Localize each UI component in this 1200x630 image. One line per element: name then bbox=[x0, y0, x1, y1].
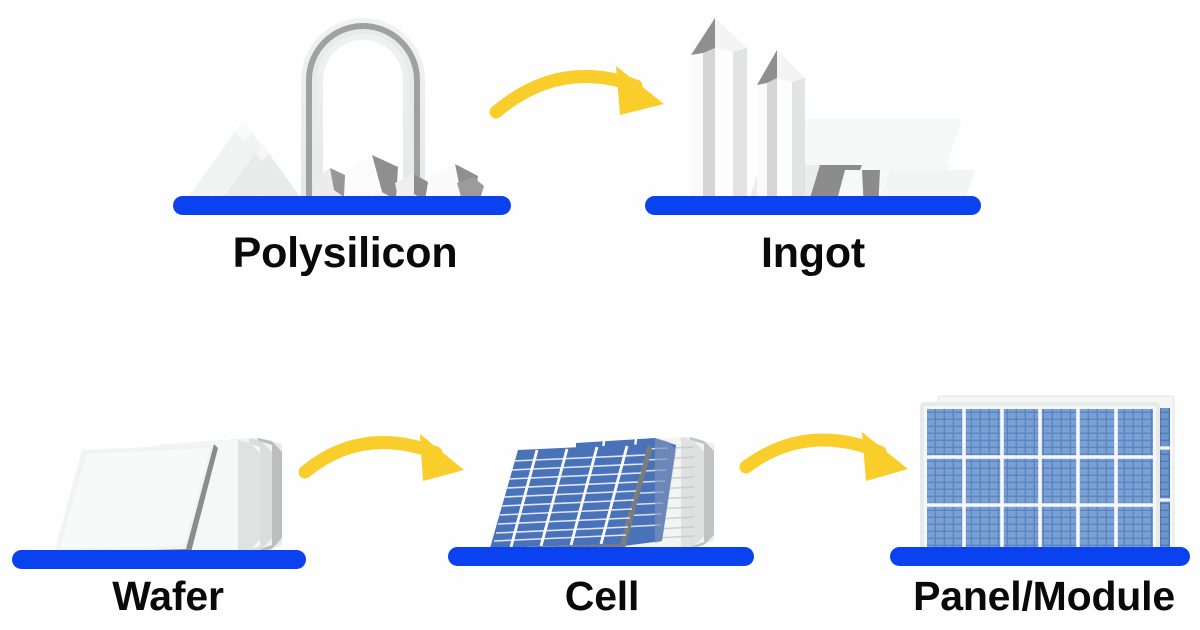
curved-arrow-right-icon bbox=[739, 432, 908, 481]
polysilicon-chunks-furnace-icon bbox=[173, 18, 511, 215]
ground-bar-ingot bbox=[645, 196, 981, 215]
solar-cell-stack-icon bbox=[448, 437, 754, 566]
node-label-panel: Panel/Module bbox=[913, 573, 1175, 619]
node-label-wafer: Wafer bbox=[112, 573, 224, 619]
ground-bar-polysilicon bbox=[173, 196, 511, 215]
wafer-stack-icon bbox=[12, 438, 306, 569]
ground-bar-panel bbox=[890, 547, 1190, 566]
node-label-polysilicon: Polysilicon bbox=[232, 229, 458, 277]
ground-bar-wafer bbox=[12, 550, 306, 569]
solar-panel-module-icon bbox=[890, 395, 1190, 566]
curved-arrow-right-icon bbox=[298, 434, 464, 481]
node-label-cell: Cell bbox=[564, 573, 640, 619]
curved-arrow-right-icon bbox=[489, 66, 664, 119]
node-label-ingot: Ingot bbox=[760, 229, 866, 277]
ground-bar-cell bbox=[448, 547, 754, 566]
ingot-crystal-bars-icon bbox=[645, 18, 981, 215]
